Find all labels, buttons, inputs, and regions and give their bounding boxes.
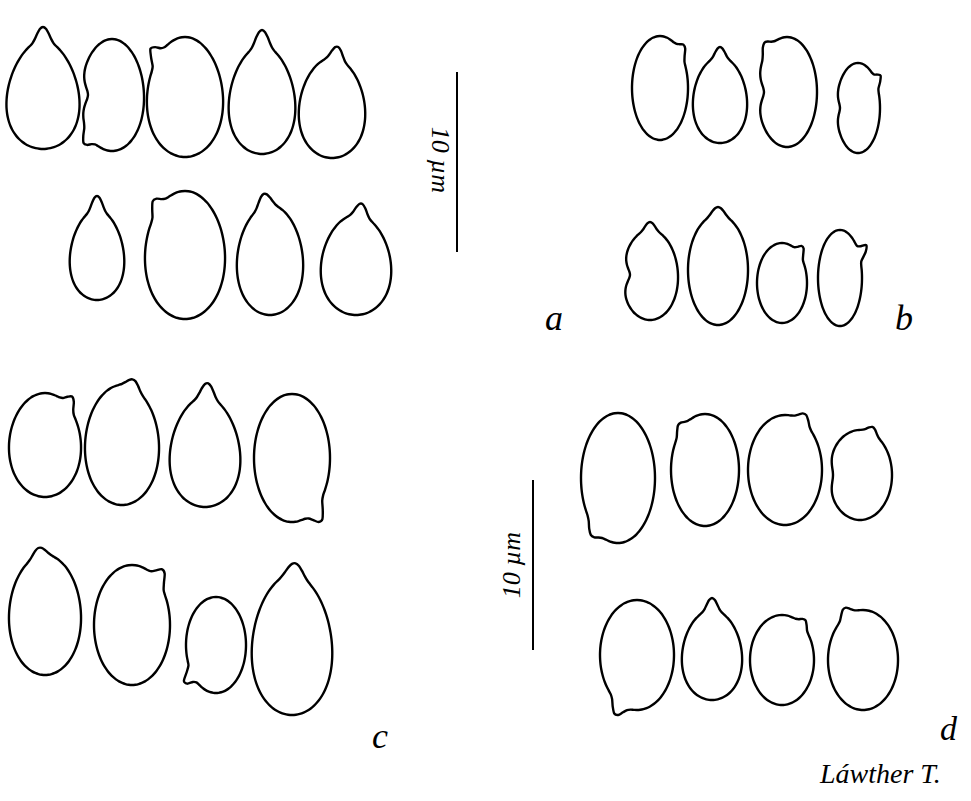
spore-outline: [85, 379, 159, 505]
spore-outline: [760, 37, 817, 147]
spore-outline: [632, 36, 688, 140]
spore-outline: [299, 47, 365, 158]
spore-outline: [671, 414, 739, 526]
scale-bar: [532, 480, 534, 650]
spore-outline: [625, 222, 678, 320]
spore-outline: [321, 204, 391, 315]
scale-bar: [456, 72, 458, 252]
spore-outline: [828, 608, 898, 710]
spore-outline: [94, 565, 170, 685]
spore-outline: [832, 427, 892, 520]
spore-outline: [6, 27, 79, 149]
panel-letter: c: [372, 718, 388, 754]
spore-outline: [581, 413, 655, 543]
spore-outline: [252, 563, 333, 715]
scale-label: 10 µm: [427, 127, 453, 193]
spore-outline: [688, 207, 748, 325]
spore-outline: [70, 196, 125, 300]
scale-label: 10 µm: [499, 532, 525, 598]
spore-outline: [9, 393, 81, 497]
spore-outline: [693, 47, 747, 143]
spore-outline: [83, 39, 144, 151]
spore-outline: [748, 413, 822, 525]
spore-outline: [229, 30, 296, 154]
spore-outline: [9, 548, 81, 675]
spore-outline: [237, 194, 303, 315]
spore-outline: [147, 37, 223, 157]
spore-outline: [818, 230, 866, 326]
panel-letter: d: [940, 712, 957, 746]
spore-outline: [838, 63, 881, 153]
spore-outline: [682, 598, 742, 700]
spore-outline: [757, 243, 807, 323]
panel-letter: b: [895, 300, 913, 336]
spore-outline: [750, 615, 814, 705]
signature: Láwther T.: [820, 760, 941, 788]
spore-outline: [170, 383, 241, 507]
spore-outline: [600, 600, 674, 715]
panel-letter: a: [545, 300, 563, 336]
spore-outline: [184, 597, 246, 693]
spore-outline: [254, 394, 330, 522]
spore-outline: [145, 191, 225, 319]
